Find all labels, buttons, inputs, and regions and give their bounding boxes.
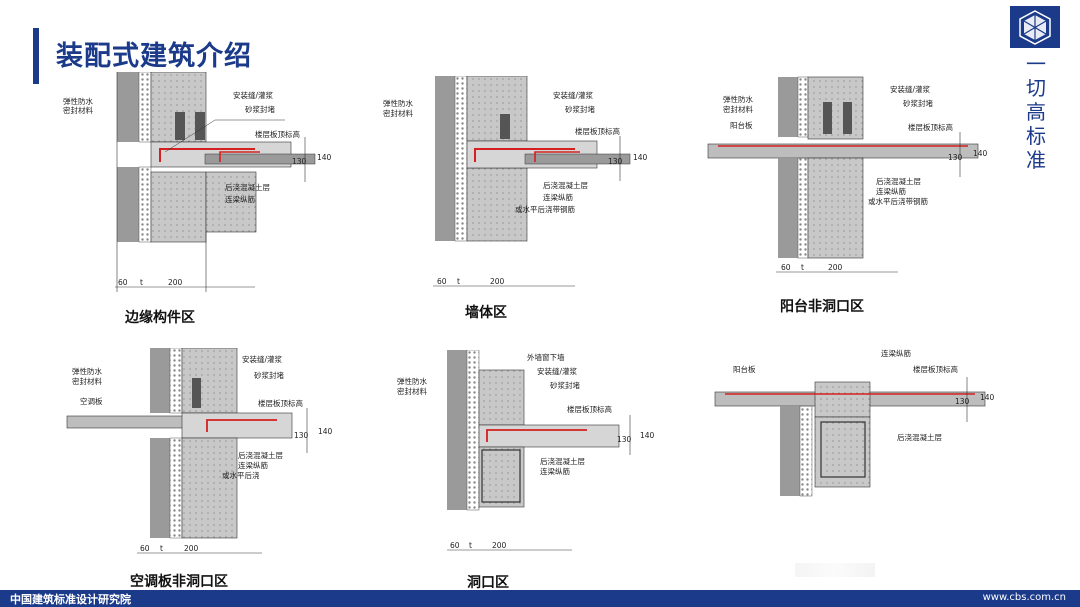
svg-text:140: 140: [318, 427, 333, 436]
svg-text:密封材料: 密封材料: [383, 108, 413, 118]
svg-text:砂浆封堵: 砂浆封堵: [245, 104, 275, 114]
svg-text:200: 200: [168, 278, 183, 287]
footer-url: www.cbs.com.cn: [982, 592, 1066, 603]
svg-text:砂浆封堵: 砂浆封堵: [903, 98, 933, 108]
svg-text:130: 130: [955, 397, 970, 406]
svg-text:密封材料: 密封材料: [63, 105, 93, 115]
svg-text:连梁纵筋: 连梁纵筋: [881, 348, 911, 358]
svg-text:安装缝/灌浆: 安装缝/灌浆: [553, 90, 594, 100]
svg-text:130: 130: [617, 435, 632, 444]
detail-panel-ac-board: 弹性防水 密封材料 空调板 安装缝/灌浆 砂浆封堵 楼层板顶标高 后浇混凝土层 …: [62, 348, 352, 590]
svg-text:后浇混凝土层: 后浇混凝土层: [543, 180, 588, 190]
title-accent-bar: [33, 28, 39, 84]
svg-text:60: 60: [450, 541, 460, 550]
svg-text:弹性防水: 弹性防水: [72, 366, 102, 376]
svg-text:连梁纵筋: 连梁纵筋: [225, 194, 255, 204]
svg-text:安装缝/灌浆: 安装缝/灌浆: [233, 90, 274, 100]
svg-text:130: 130: [292, 157, 307, 166]
svg-text:砂浆封堵: 砂浆封堵: [254, 370, 284, 380]
svg-text:连梁纵筋: 连梁纵筋: [238, 460, 268, 470]
caption: 洞口区: [467, 575, 509, 591]
svg-text:200: 200: [184, 544, 199, 553]
outer-leaf: [117, 72, 139, 142]
footer-bar: 中国建筑标准设计研究院 www.cbs.com.cn: [0, 590, 1080, 607]
svg-text:连梁纵筋: 连梁纵筋: [876, 186, 906, 196]
detail-panel-opening: 外墙窗下墙 弹性防水 密封材料 安装缝/灌浆 砂浆封堵 楼层板顶标高 后浇混凝土…: [392, 350, 672, 591]
svg-text:楼层板顶标高: 楼层板顶标高: [258, 398, 303, 408]
svg-text:140: 140: [640, 431, 655, 440]
caption: 阳台非洞口区: [780, 299, 864, 315]
svg-text:130: 130: [948, 153, 963, 162]
faint-blur: [795, 563, 875, 577]
logo-vertical-text: 一 切 高 标 准: [1026, 52, 1046, 172]
label-waterproof: 弹性防水: [63, 96, 93, 106]
svg-text:140: 140: [633, 153, 648, 162]
svg-text:后浇混凝土层: 后浇混凝土层: [897, 432, 942, 442]
svg-text:空调板: 空调板: [80, 396, 103, 406]
caption: 墙体区: [465, 305, 507, 321]
detail-panel-edge-member: 弹性防水 密封材料 安装缝/灌浆 砂浆封堵 楼层板顶标高 后浇混凝土层 连梁纵筋…: [55, 72, 350, 327]
svg-text:t: t: [469, 541, 472, 550]
svg-text:t: t: [160, 544, 163, 553]
svg-text:t: t: [801, 263, 804, 272]
svg-text:安装缝/灌浆: 安装缝/灌浆: [890, 84, 931, 94]
svg-text:t: t: [457, 277, 460, 286]
svg-text:140: 140: [317, 153, 332, 162]
svg-text:密封材料: 密封材料: [723, 104, 753, 114]
detail-panel-balcony: 弹性防水 密封材料 阳台板 安装缝/灌浆 砂浆封堵 楼层板顶标高 后浇混凝土层 …: [698, 72, 1003, 317]
detail-panel-balcony-opening: 阳台板 连梁纵筋 楼层板顶标高 后浇混凝土层 130 140: [705, 342, 1005, 502]
svg-text:130: 130: [294, 431, 309, 440]
svg-text:后浇混凝土层: 后浇混凝土层: [876, 176, 921, 186]
svg-text:砂浆封堵: 砂浆封堵: [565, 104, 595, 114]
svg-text:连梁纵筋: 连梁纵筋: [540, 466, 570, 476]
footer-org: 中国建筑标准设计研究院: [10, 593, 131, 606]
svg-text:或水平后浇带钢筋: 或水平后浇带钢筋: [515, 204, 575, 214]
svg-text:后浇混凝土层: 后浇混凝土层: [540, 456, 585, 466]
svg-text:砂浆封堵: 砂浆封堵: [550, 380, 580, 390]
svg-text:60: 60: [437, 277, 447, 286]
svg-text:安装缝/灌浆: 安装缝/灌浆: [242, 354, 283, 364]
svg-text:楼层板顶标高: 楼层板顶标高: [913, 364, 958, 374]
svg-text:60: 60: [140, 544, 150, 553]
svg-text:密封材料: 密封材料: [397, 386, 427, 396]
svg-text:楼层板顶标高: 楼层板顶标高: [255, 129, 300, 139]
svg-text:200: 200: [490, 277, 505, 286]
svg-text:后浇混凝土层: 后浇混凝土层: [238, 450, 283, 460]
caption: 边缘构件区: [125, 310, 195, 326]
svg-text:t: t: [140, 278, 143, 287]
svg-text:60: 60: [781, 263, 791, 272]
svg-text:130: 130: [608, 157, 623, 166]
svg-text:或水平后浇带钢筋: 或水平后浇带钢筋: [868, 196, 928, 206]
page-title: 装配式建筑介绍: [56, 41, 252, 72]
svg-text:或水平后浇: 或水平后浇: [222, 470, 260, 480]
svg-text:后浇混凝土层: 后浇混凝土层: [225, 182, 270, 192]
svg-text:140: 140: [973, 149, 988, 158]
svg-text:密封材料: 密封材料: [72, 376, 102, 386]
svg-text:140: 140: [980, 393, 995, 402]
svg-text:阳台板: 阳台板: [730, 120, 753, 130]
svg-text:阳台板: 阳台板: [733, 364, 756, 374]
svg-text:楼层板顶标高: 楼层板顶标高: [567, 404, 612, 414]
svg-text:弹性防水: 弹性防水: [397, 376, 427, 386]
svg-text:外墙窗下墙: 外墙窗下墙: [527, 352, 565, 362]
svg-text:200: 200: [828, 263, 843, 272]
svg-text:200: 200: [492, 541, 507, 550]
svg-text:弹性防水: 弹性防水: [723, 94, 753, 104]
svg-text:楼层板顶标高: 楼层板顶标高: [575, 126, 620, 136]
detail-panel-wall: 弹性防水 密封材料 安装缝/灌浆 砂浆封堵 楼层板顶标高 后浇混凝土层 连梁纵筋…: [375, 76, 670, 321]
cbs-logo: [1010, 6, 1060, 48]
svg-text:楼层板顶标高: 楼层板顶标高: [908, 122, 953, 132]
caption: 空调板非洞口区: [130, 574, 228, 590]
svg-text:弹性防水: 弹性防水: [383, 98, 413, 108]
svg-text:连梁纵筋: 连梁纵筋: [543, 192, 573, 202]
svg-text:60: 60: [118, 278, 128, 287]
svg-text:安装缝/灌浆: 安装缝/灌浆: [537, 366, 578, 376]
